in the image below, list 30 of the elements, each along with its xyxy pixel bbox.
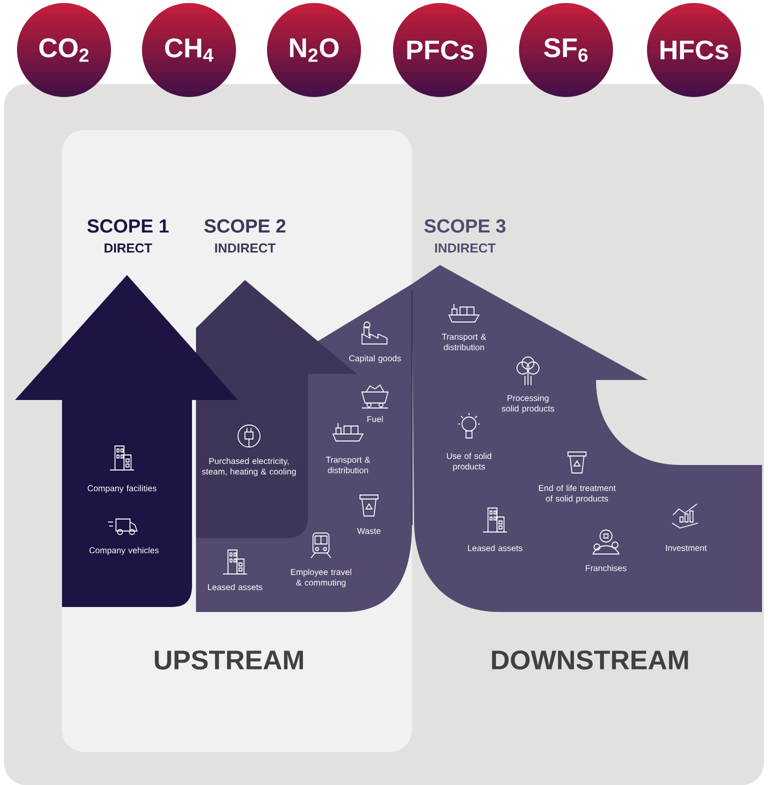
scope-heading: SCOPE 3 (424, 219, 506, 233)
scope-subheading: DIRECT (104, 243, 152, 253)
node-label: CO$_{2}$ (39, 38, 88, 62)
scope-heading: SCOPE 2 (204, 219, 286, 233)
category-label: Leased assets (208, 584, 262, 590)
category-label: Company vehicles (89, 547, 159, 555)
category-label: Investment (666, 545, 707, 551)
category-label: Purchased electricity, steam, heating & cooling (202, 458, 296, 476)
category-label: Company facilities (88, 485, 156, 493)
category-label: Franchises (586, 564, 626, 572)
section-label: DOWNSTREAM (492, 650, 688, 670)
node-label: N$_{2}$O (290, 38, 339, 62)
category-label: End of life treatment of solid products (538, 484, 616, 504)
node-label: HFCs (660, 40, 728, 60)
category-label: Transport & distribution (442, 334, 486, 350)
category-label: Leased assets (468, 544, 522, 552)
category-label: Waste (357, 528, 380, 534)
category-label: Capital goods (349, 355, 401, 363)
node-label: CH$_{4}$ (165, 38, 214, 62)
node-label: PFCs (407, 40, 474, 60)
category-label: Transport & distribution (326, 456, 370, 474)
category-label: Processing solid products (502, 394, 554, 414)
category-label: Employee travel & commuting (290, 568, 352, 588)
scope-subheading: INDIRECT (435, 243, 496, 253)
category-label: Fuel (367, 416, 383, 422)
scope-heading: SCOPE 1 (87, 219, 169, 233)
section-label: UPSTREAM (154, 650, 303, 670)
node-label: SF$_{6}$ (544, 38, 588, 62)
scope-subheading: INDIRECT (215, 243, 276, 253)
category-label: Use of solid products (446, 452, 492, 472)
